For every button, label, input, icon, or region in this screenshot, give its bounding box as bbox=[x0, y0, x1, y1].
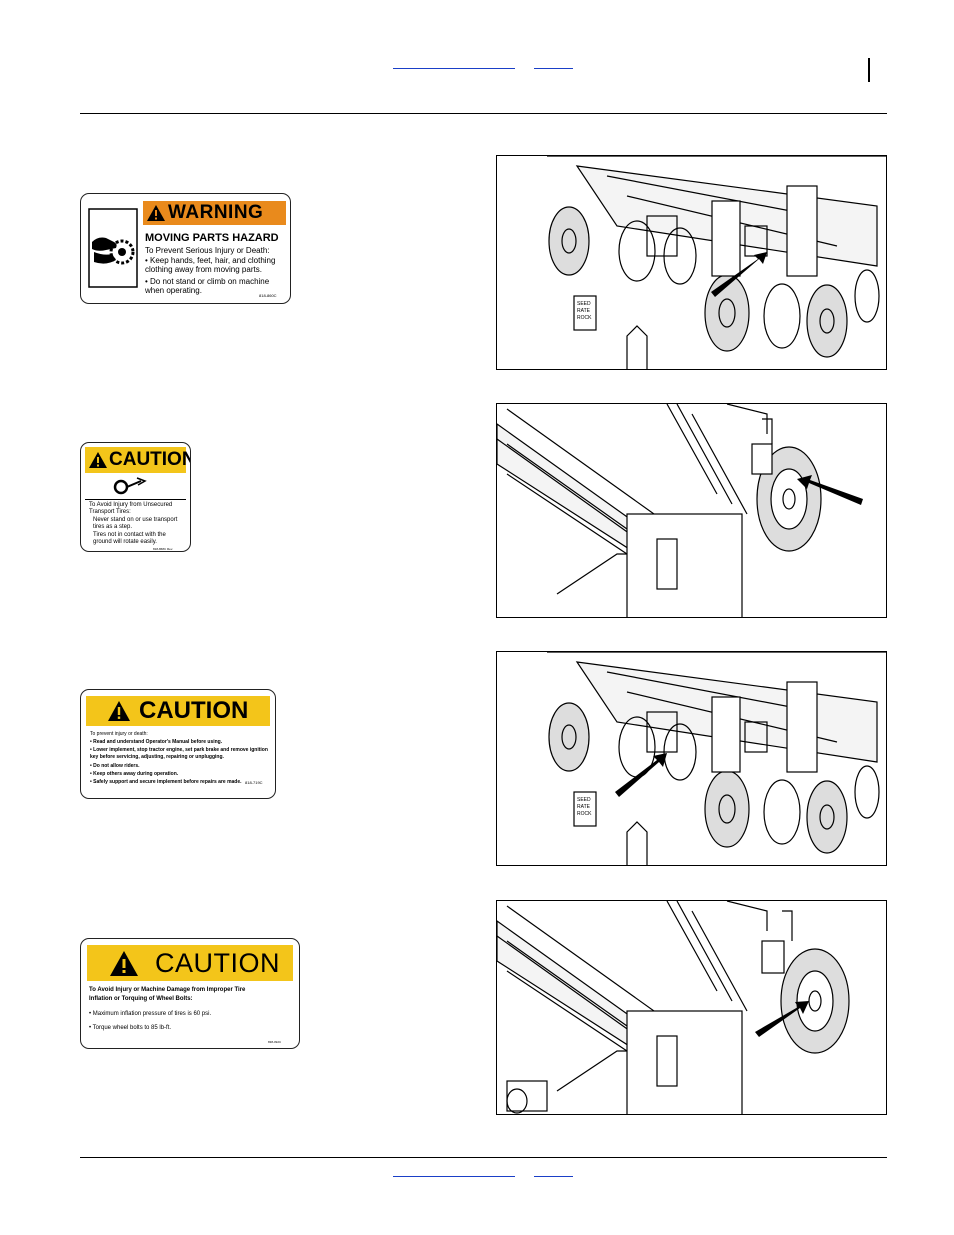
alert-triangle-icon bbox=[89, 452, 107, 468]
warning-item-1: • Keep hands, feet, hair, and clothing c… bbox=[145, 256, 276, 274]
caution-item-3e: • Safely support and secure implement be… bbox=[90, 779, 242, 785]
photo-decal-location-1: SEED RATE ROCK bbox=[496, 155, 887, 370]
caution-intro-3: To prevent injury or death: bbox=[90, 731, 148, 737]
caution-intro-2: To Avoid Injury from Unsecured Transport… bbox=[89, 502, 173, 515]
caution-signal-word-2: CAUTION bbox=[109, 449, 191, 470]
caution-signal-word-4: CAUTION bbox=[155, 948, 280, 978]
photo-decal-location-4 bbox=[496, 900, 887, 1115]
caution-part-no-2: 818-868C Rev. bbox=[153, 547, 173, 551]
header-rule bbox=[80, 113, 887, 114]
caution-intro-4: To Avoid Injury or Machine Damage from I… bbox=[89, 987, 246, 1002]
warning-signal-word: WARNING bbox=[168, 202, 264, 223]
photo-3-drawing bbox=[547, 652, 886, 865]
warning-heading: MOVING PARTS HAZARD bbox=[145, 232, 279, 244]
caution-part-no-4: 838-092C bbox=[268, 1040, 282, 1044]
alert-triangle-icon bbox=[108, 701, 130, 721]
alert-triangle-icon bbox=[147, 205, 165, 221]
caution-transport-tires-decal: CAUTION To Avoid Injury from Unsecured T… bbox=[80, 442, 191, 552]
footer-rule bbox=[80, 1157, 887, 1158]
footer-link-2[interactable] bbox=[534, 1176, 573, 1177]
photo-2-drawing bbox=[497, 404, 863, 617]
caution-item-4a: • Maximum inflation pressure of tires is… bbox=[89, 1011, 212, 1017]
caution-band-4: CAUTION bbox=[87, 945, 293, 981]
caution-item-3b: • Lower implement, stop tractor engine, … bbox=[90, 747, 268, 760]
warning-intro: To Prevent Serious Injury or Death: bbox=[145, 246, 270, 255]
photo-decal-location-3: SEED RATE ROCK bbox=[496, 651, 887, 866]
alert-triangle-icon bbox=[110, 951, 138, 976]
caution-item-2b: Tires not in contact with the ground wil… bbox=[93, 532, 166, 545]
caution-signal-word-3: CAUTION bbox=[139, 697, 249, 724]
caution-divider-2 bbox=[85, 499, 186, 500]
caution-part-no-3: 818-719C bbox=[245, 780, 263, 785]
footer-link-1[interactable] bbox=[393, 1176, 515, 1177]
warning-moving-parts-decal: WARNING MOVING PARTS HAZARD To Prevent S… bbox=[80, 193, 291, 304]
photo-decal-location-2 bbox=[496, 403, 887, 618]
header-page-bar bbox=[868, 58, 870, 82]
warning-item-2: • Do not stand or climb on machine when … bbox=[145, 277, 270, 295]
caution-tire-inflation-decal: CAUTION To Avoid Injury or Machine Damag… bbox=[80, 938, 300, 1049]
rotating-tire-icon bbox=[113, 477, 147, 495]
caution-band-3: CAUTION bbox=[86, 696, 270, 726]
header-link-2[interactable] bbox=[534, 68, 573, 69]
hand-in-chain-icon bbox=[88, 208, 138, 288]
caution-item-3c: • Do not allow riders. bbox=[90, 763, 140, 769]
caution-item-3a: • Read and understand Operator's Manual … bbox=[90, 739, 223, 745]
caution-item-3d: • Keep others away during operation. bbox=[90, 771, 179, 777]
caution-band-2: CAUTION bbox=[85, 447, 190, 473]
photo-4-drawing bbox=[497, 901, 850, 1114]
caution-item-2a: Never stand on or use transport tires as… bbox=[93, 517, 178, 530]
caution-item-4b: • Torque wheel bolts to 85 lb-ft. bbox=[89, 1025, 172, 1031]
photo-1-sign: SEED RATE ROCK bbox=[577, 301, 592, 321]
caution-general-decal: CAUTION To prevent injury or death: • Re… bbox=[80, 689, 276, 799]
photo-1-drawing bbox=[547, 156, 886, 369]
warning-part-no: 818-860C bbox=[259, 293, 277, 298]
warning-band: WARNING bbox=[143, 201, 286, 225]
photo-3-sign: SEED RATE ROCK bbox=[577, 797, 592, 817]
header-link-1[interactable] bbox=[393, 68, 515, 69]
